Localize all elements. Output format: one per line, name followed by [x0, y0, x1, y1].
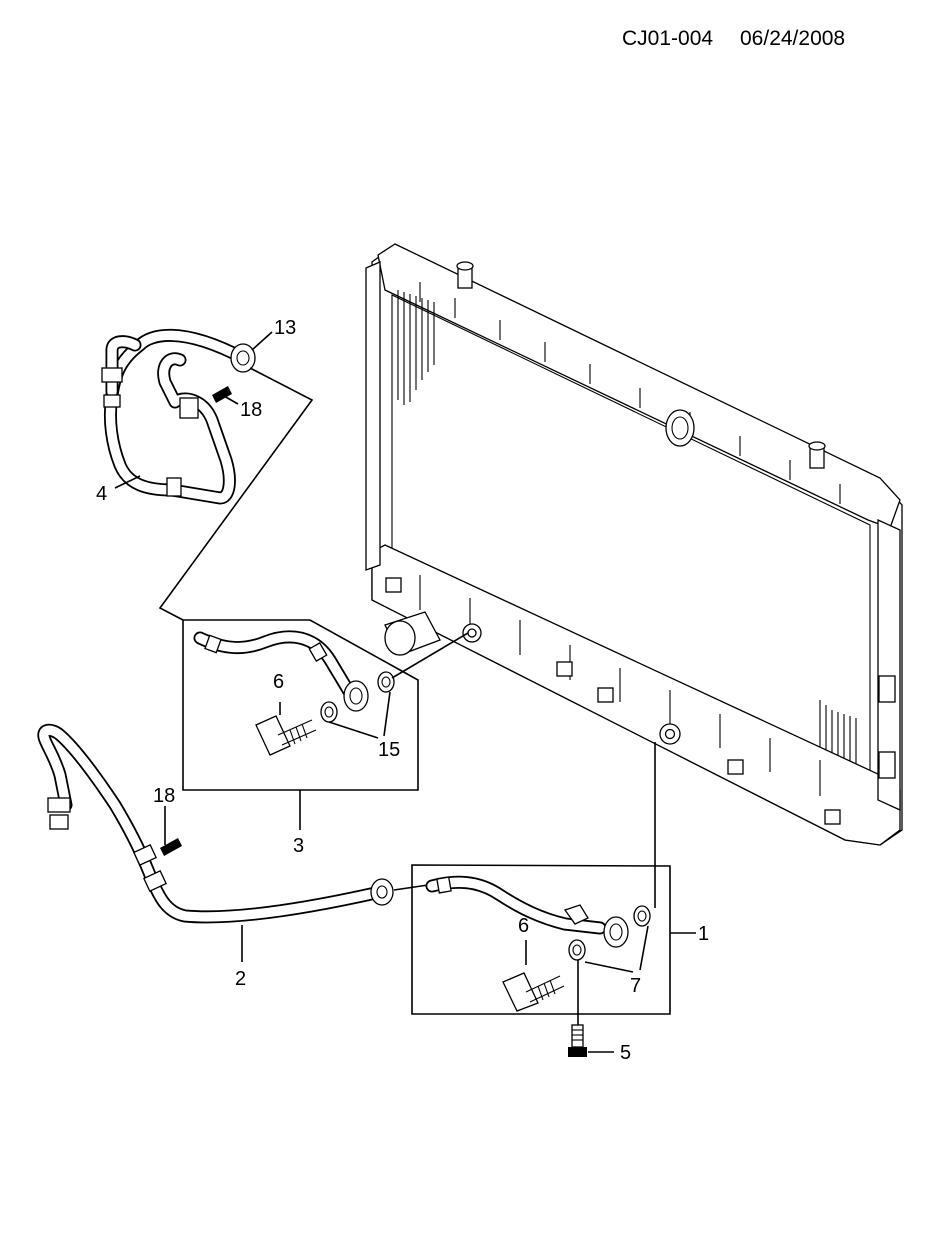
- callout-13: 13: [274, 317, 296, 339]
- bolt-part-5: [568, 1024, 614, 1057]
- radiator: [365, 243, 903, 846]
- callout-18-upper: 18: [240, 399, 262, 421]
- part-1-assembly: [411, 742, 671, 1025]
- diagram-date: 06/24/2008: [740, 27, 845, 50]
- callout-6-lower: 6: [518, 915, 529, 937]
- callout-18-lower: 18: [153, 785, 175, 807]
- cooler-pipe-part-2: [37, 723, 429, 924]
- leader-4: [114, 475, 141, 489]
- callout-7: 7: [630, 975, 641, 997]
- leader-18-upper: [223, 395, 239, 405]
- callout-6-upper: 6: [273, 671, 284, 693]
- callout-15: 15: [378, 739, 400, 761]
- callout-5: 5: [620, 1042, 631, 1064]
- part-3-assembly: [182, 619, 469, 791]
- leader-line-13: [158, 367, 314, 621]
- callout-3: 3: [293, 835, 304, 857]
- leader-13: [251, 331, 273, 351]
- callout-4: 4: [96, 483, 107, 505]
- callout-2: 2: [235, 968, 246, 990]
- diagram-code: CJ01-004: [622, 27, 713, 50]
- callout-1: 1: [698, 923, 709, 945]
- cooler-hose-part-4: [101, 328, 256, 505]
